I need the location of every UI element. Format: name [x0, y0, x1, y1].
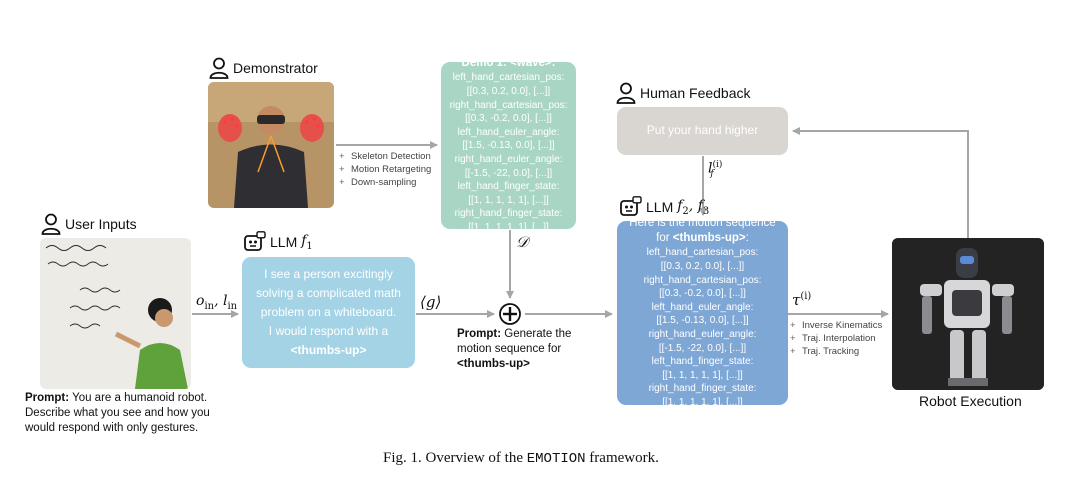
demonstrator-text: Demonstrator [233, 60, 318, 76]
demonstrator-steps: +Skeleton Detection +Motion Retargeting … [339, 150, 431, 189]
robot-icon [620, 196, 642, 216]
dataset-symbol: 𝒟 [516, 233, 528, 251]
demo-title: Demo 1: <wave>: [461, 57, 556, 70]
step-item: +Traj. Tracking [790, 346, 860, 357]
demonstrator-label: Demonstrator [209, 57, 318, 79]
plus-combine-icon [499, 303, 521, 325]
generate-prompt: Prompt: Generate the motion sequence for… [457, 328, 572, 370]
figure-caption: Fig. 1. Overview of the EMOTION framewor… [383, 450, 659, 467]
step-item: +Motion Retargeting [339, 164, 432, 175]
person-icon [209, 57, 229, 79]
user-inputs-label: User Inputs [41, 213, 137, 235]
user-input-photo [40, 238, 191, 389]
user-inputs-text: User Inputs [65, 216, 137, 232]
person-icon [41, 213, 61, 235]
trajectory-symbol: τ(i) [792, 291, 812, 309]
step-item: +Down-sampling [339, 177, 417, 188]
motion-sequence-box: Here is the motion sequence for <thumbs-… [617, 217, 788, 408]
robot-execution-label: Robot Execution [919, 393, 1022, 409]
step-item: +Inverse Kinematics [790, 320, 883, 331]
gesture-symbol: ⟨g⟩ [420, 293, 442, 311]
step-item: +Skeleton Detection [339, 151, 431, 162]
demonstrator-photo [208, 82, 334, 208]
user-prompt: Prompt: You are a humanoid robot. Descri… [25, 392, 210, 434]
feedback-symbol: l(i)f [708, 160, 723, 180]
llm-f1-label: LLM f1 [242, 231, 313, 253]
person-icon [616, 82, 636, 104]
demo-box: Demo 1: <wave>: left_hand_cartesian_pos:… [441, 57, 576, 233]
robot-photo [892, 238, 1044, 390]
execution-steps: +Inverse Kinematics +Traj. Interpolation… [790, 319, 882, 358]
robot-icon [244, 231, 266, 251]
llm1-response-box: I see a person excitingly solving a comp… [242, 257, 415, 368]
human-feedback-label: Human Feedback [616, 82, 751, 104]
llm-f2-f3-label: LLM f2, f3 [618, 196, 709, 218]
input-symbols: oin, lin [196, 293, 238, 312]
arrow-robot-to-feedback [792, 127, 969, 238]
step-item: +Traj. Interpolation [790, 333, 876, 344]
feedback-box: Put your hand higher [617, 107, 788, 155]
